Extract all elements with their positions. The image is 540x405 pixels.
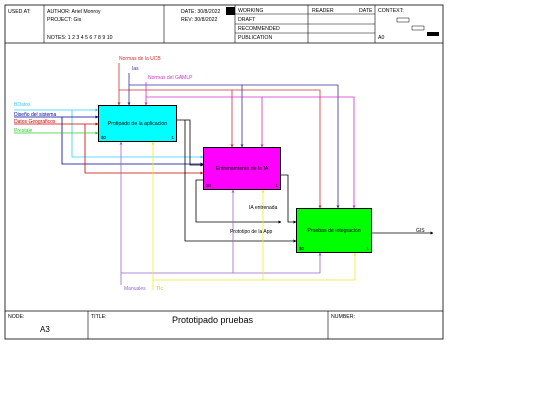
control-label-gamlp: Normas del GAMLP bbox=[148, 75, 193, 81]
arrow-bdatos-a2 bbox=[71, 110, 204, 159]
activity-mark-a2: 1 bbox=[275, 183, 278, 188]
arrow-a1-a2 bbox=[177, 119, 204, 167]
status-recommended: RECOMMENDED bbox=[238, 26, 280, 32]
notes-field: NOTES: 1 2 3 4 5 6 7 8 9 10 bbox=[47, 35, 113, 41]
status-draft: DRAFT bbox=[238, 17, 256, 23]
activity-box-a3[interactable]: Pruebas de integracion $0 1 bbox=[296, 208, 372, 253]
activity-title-a2: Entrenamiento de la IA bbox=[215, 166, 269, 173]
rev-field: REV: 30/8/2022 bbox=[181, 17, 218, 23]
date-field: DATE: 30/8/2022 bbox=[181, 9, 221, 15]
diagram-title: Prototipado pruebas bbox=[172, 315, 254, 325]
activity-title-a3: Pruebas de integracion bbox=[307, 227, 361, 234]
project-field: PROJECT: Gis bbox=[47, 17, 82, 23]
control-label-ias: Ias bbox=[132, 66, 139, 72]
title-label: TITLE: bbox=[91, 314, 107, 320]
flow-label-prototipo: Prototipo de la App bbox=[230, 229, 273, 235]
arrow-tic-a2 bbox=[153, 189, 265, 281]
activity-box-a1[interactable]: Protipado de la aplicacion $0 1 bbox=[98, 105, 177, 142]
input-label-bdatos: BDatos bbox=[14, 102, 31, 108]
arrow-tic-a3 bbox=[263, 252, 357, 281]
arrow-geo-a2 bbox=[84, 124, 204, 175]
arrow-a1-prototipo bbox=[184, 120, 297, 243]
arrow-manuales-a2 bbox=[121, 189, 235, 274]
node-label: NODE: bbox=[8, 314, 25, 320]
flow-label-ia-entrenada: IA entrenada bbox=[249, 205, 278, 211]
activity-mark-a3: 1 bbox=[366, 246, 369, 251]
working-status-marker bbox=[226, 7, 235, 15]
flow-label-gis: GIS bbox=[416, 228, 425, 234]
activity-cost-a1: $0 bbox=[101, 135, 107, 140]
author-field: AUTHOR: Ariel Monroy bbox=[47, 9, 101, 15]
used-at-label: USED AT: bbox=[8, 9, 31, 15]
arrow-manuales-a3 bbox=[233, 252, 322, 274]
number-label: NUMBER: bbox=[331, 314, 355, 320]
activity-mark-a1: 1 bbox=[171, 135, 174, 140]
mechanism-label-manuales: Manuales bbox=[124, 286, 146, 292]
arrow-normas-ucb-a3 bbox=[232, 89, 322, 209]
control-label-normas-ucb: Normas de la UCB bbox=[119, 56, 161, 62]
arrow-a2-feedback bbox=[195, 179, 282, 224]
input-label-diseno: Diseño del sistema bbox=[14, 112, 57, 118]
status-publication: PUBLICATION bbox=[238, 35, 273, 41]
node-value: A3 bbox=[40, 325, 50, 334]
reader-date-label: DATE bbox=[359, 8, 373, 14]
status-working: WORKING bbox=[238, 8, 264, 14]
activity-cost-a2: $0 bbox=[206, 183, 212, 188]
arrow-a2-ia bbox=[281, 174, 297, 224]
context-label: CONTEXT: bbox=[378, 8, 404, 14]
activity-title-a1: Protipado de la aplicacion bbox=[107, 121, 168, 128]
context-code: A0 bbox=[378, 35, 385, 41]
reader-label: READER bbox=[312, 8, 334, 14]
arrow-ias-a3 bbox=[242, 84, 340, 209]
mechanism-label-tic: TIc bbox=[156, 286, 163, 292]
input-label-geograficos: Datos Geograficos bbox=[14, 119, 56, 125]
activity-cost-a3: $0 bbox=[299, 246, 305, 251]
arrow-gamlp-a3 bbox=[262, 96, 356, 209]
activity-box-a2[interactable]: Entrenamiento de la IA $0 1 bbox=[203, 147, 281, 190]
input-label-prestaje: Prestaje bbox=[14, 128, 33, 134]
